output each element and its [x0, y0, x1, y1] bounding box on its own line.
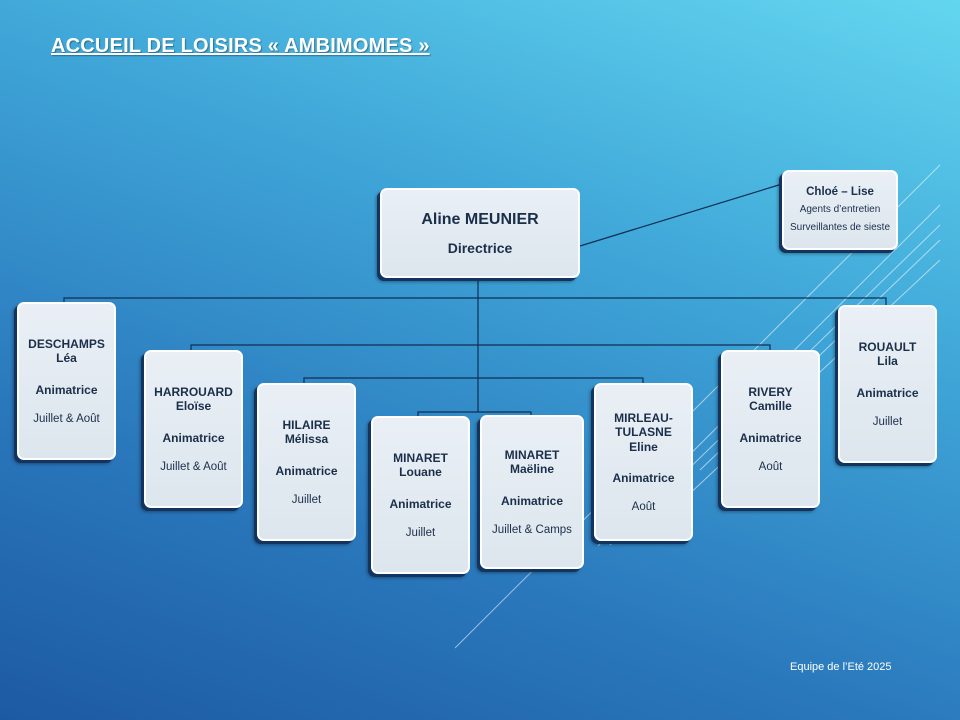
member-surname: HARROUARD: [154, 385, 233, 399]
member-period: Juillet & Août: [33, 412, 100, 425]
member-surname: RIVERY: [748, 385, 793, 399]
team-card-rouault: ROUAULT Lila Animatrice Juillet: [838, 305, 937, 463]
team-card-rivery: RIVERY Camille Animatrice Août: [721, 350, 820, 508]
support-staff-names: Chloé – Lise: [806, 185, 874, 198]
member-role: Animatrice: [856, 385, 919, 400]
member-period: Août: [631, 501, 656, 514]
team-card-harrouard: HARROUARD Eloïse Animatrice Juillet & Ao…: [144, 350, 243, 508]
member-surname: DESCHAMPS: [28, 337, 105, 351]
member-period: Juillet: [872, 415, 903, 428]
member-first-name: Louane: [399, 465, 442, 480]
support-staff-role-1: Agents d’entretien: [799, 204, 881, 216]
director-card: Aline MEUNIER Directrice: [380, 188, 580, 278]
member-first-name: Camille: [749, 399, 792, 414]
member-role: Animatrice: [739, 430, 802, 445]
member-first-name: Léa: [56, 351, 77, 366]
team-card-deschamps: DESCHAMPS Léa Animatrice Juillet & Août: [17, 302, 116, 460]
member-surname: MINARET: [393, 451, 448, 465]
member-surname: HILAIRE: [282, 418, 331, 432]
member-period: Juillet & Camps: [492, 523, 572, 536]
member-surname: MINARET: [504, 448, 560, 462]
support-staff-role-2: Surveillantes de sieste: [789, 221, 891, 233]
footer-text: Equipe de l’Eté 2025: [790, 661, 892, 673]
member-first-name: Eline: [629, 439, 658, 454]
team-card-minaret-louane: MINARET Louane Animatrice Juillet: [371, 416, 470, 574]
member-period: Août: [758, 460, 783, 473]
member-role: Animatrice: [35, 382, 98, 397]
team-card-mirleau-tulasne: MIRLEAU-TULASNE Eline Animatrice Août: [594, 383, 693, 541]
director-role: Directrice: [447, 239, 513, 256]
member-surname: MIRLEAU-TULASNE: [614, 410, 673, 440]
member-period: Juillet: [291, 493, 322, 506]
team-card-hilaire: HILAIRE Mélissa Animatrice Juillet: [257, 383, 356, 541]
member-first-name: Mélissa: [284, 432, 329, 447]
support-staff-card: Chloé – Lise Agents d’entretien Surveill…: [782, 170, 898, 250]
member-first-name: Maëline: [509, 462, 554, 477]
member-first-name: Lila: [877, 354, 898, 369]
member-role: Animatrice: [162, 430, 225, 445]
slide-title: ACCUEIL DE LOISIRS « AMBIMOMES »: [51, 35, 430, 57]
member-role: Animatrice: [500, 493, 564, 508]
member-surname: ROUAULT: [858, 340, 917, 354]
member-first-name: Eloïse: [175, 399, 212, 414]
member-period: Juillet & Août: [160, 460, 227, 473]
member-role: Animatrice: [389, 496, 452, 511]
org-connectors: [63, 183, 887, 416]
team-card-minaret-maeline: MINARET Maëline Animatrice Juillet & Cam…: [480, 415, 584, 569]
member-role: Animatrice: [612, 471, 675, 486]
director-name: Aline MEUNIER: [421, 211, 539, 229]
member-period: Juillet: [405, 526, 436, 539]
member-role: Animatrice: [275, 463, 338, 478]
